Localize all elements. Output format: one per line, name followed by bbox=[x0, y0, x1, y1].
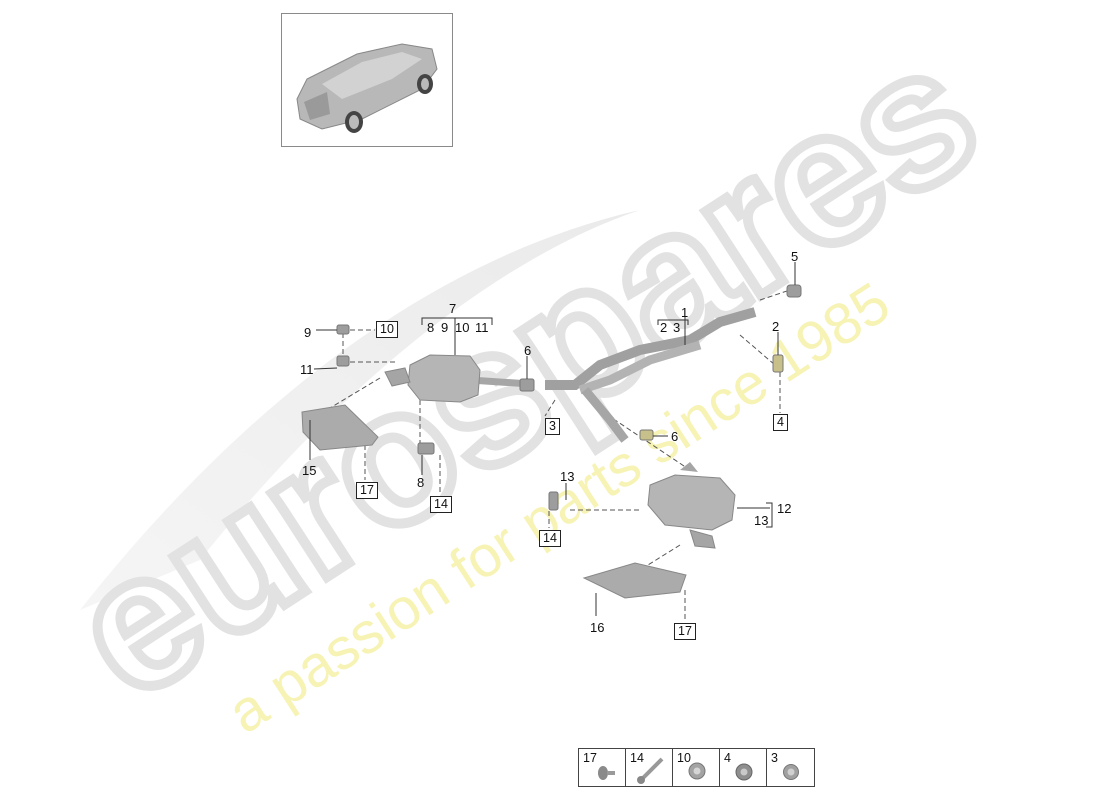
pipe-assembly bbox=[469, 307, 757, 443]
flange-nut-icon bbox=[688, 762, 706, 780]
ref-box-10[interactable]: 10 bbox=[376, 321, 398, 338]
group1-item-2: 2 bbox=[660, 320, 668, 335]
callout-13b: 13 bbox=[560, 469, 575, 484]
rear-silencer-left bbox=[384, 354, 481, 403]
callout-2: 2 bbox=[772, 319, 780, 334]
legend-item-4[interactable]: 4 bbox=[720, 749, 767, 786]
callout-7: 7 bbox=[449, 301, 457, 316]
rear-silencer-right bbox=[647, 462, 736, 549]
car-icon bbox=[296, 43, 438, 133]
legend-item-17[interactable]: 17 bbox=[579, 749, 626, 786]
legend-item-10[interactable]: 10 bbox=[673, 749, 720, 786]
callout-16: 16 bbox=[590, 620, 605, 635]
group7-item-8: 8 bbox=[427, 320, 435, 335]
group7-item-9: 9 bbox=[441, 320, 449, 335]
group1-item-3: 3 bbox=[673, 320, 681, 335]
bolt-short-icon bbox=[598, 766, 615, 780]
callout-11: 11 bbox=[300, 362, 314, 377]
callout-12: 12 bbox=[777, 501, 792, 516]
hex-nut-icon bbox=[735, 763, 753, 781]
callout-15: 15 bbox=[302, 463, 317, 478]
legend-item-14[interactable]: 14 bbox=[626, 749, 673, 786]
small-parts bbox=[336, 284, 802, 511]
callout-6b: 6 bbox=[671, 429, 679, 444]
group7-item-10: 10 bbox=[455, 320, 470, 335]
ref-box-17a[interactable]: 17 bbox=[356, 482, 378, 499]
ref-box-14b[interactable]: 14 bbox=[539, 530, 561, 547]
tailpipe-trim-16 bbox=[582, 562, 687, 599]
hardware-legend: 17 14 10 4 3 bbox=[578, 748, 815, 787]
nut-icon bbox=[783, 764, 799, 780]
vehicle-thumbnail bbox=[281, 13, 453, 147]
callout-6a: 6 bbox=[524, 343, 532, 358]
ref-box-17b[interactable]: 17 bbox=[674, 623, 696, 640]
callout-1: 1 bbox=[681, 305, 689, 320]
callout-13a: 13 bbox=[754, 513, 769, 528]
callout-9: 9 bbox=[304, 325, 312, 340]
ref-box-3[interactable]: 3 bbox=[545, 418, 560, 435]
tailpipe-trim-15 bbox=[301, 404, 379, 451]
callout-8: 8 bbox=[417, 475, 425, 490]
legend-item-3[interactable]: 3 bbox=[767, 749, 814, 786]
ref-box-14a[interactable]: 14 bbox=[430, 496, 452, 513]
ref-box-4[interactable]: 4 bbox=[773, 414, 788, 431]
bolt-long-icon bbox=[637, 757, 664, 784]
callout-5: 5 bbox=[791, 249, 799, 264]
group7-item-11: 11 bbox=[475, 320, 489, 335]
